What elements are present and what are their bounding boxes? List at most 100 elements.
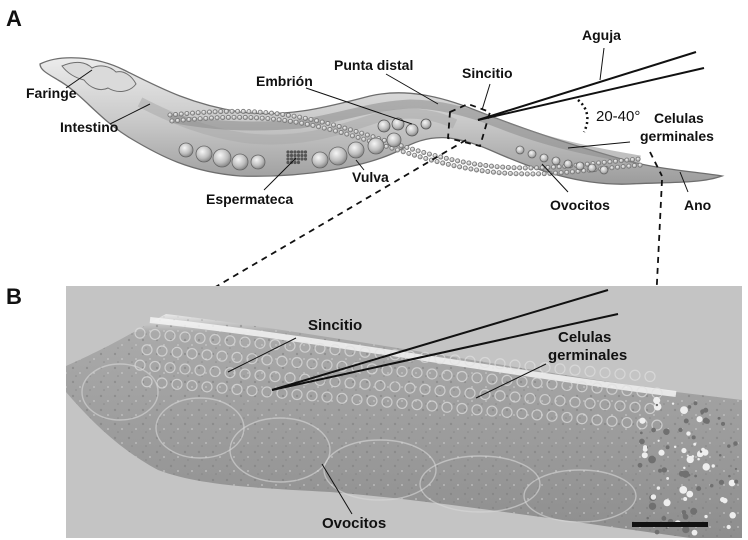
granule	[712, 464, 715, 467]
germ-cell-dot	[636, 157, 640, 161]
oocyte	[232, 154, 248, 170]
germ-cell-dot	[450, 158, 454, 162]
germ-cell-dot	[317, 125, 321, 129]
germ-cell-dot	[226, 115, 230, 119]
scale-bar	[632, 522, 708, 527]
germ-cell-dot	[551, 165, 555, 169]
sperm-cell	[286, 161, 289, 164]
germ-cell-dot	[292, 114, 296, 118]
granule	[719, 480, 724, 485]
germ-cell-dot	[422, 150, 426, 154]
sperm-cell	[286, 157, 289, 160]
germ-cell-dot	[320, 120, 324, 124]
germ-cell-dot	[608, 160, 612, 164]
germ-cell-dot	[467, 161, 471, 165]
germ-cell-dot	[232, 115, 236, 119]
germ-cell-dot	[241, 109, 245, 113]
sperm-cell	[297, 154, 300, 157]
germ-cell-dot	[514, 172, 518, 176]
germ-cell-dot	[356, 135, 360, 139]
granule	[694, 475, 697, 478]
granule	[727, 444, 730, 447]
germ-cell-dot	[456, 159, 460, 163]
germ-cell-dot	[354, 129, 358, 133]
granule	[663, 499, 670, 506]
germ-cell-dot	[176, 118, 180, 122]
germ-cell-dot	[638, 163, 642, 167]
granule	[656, 404, 658, 406]
germ-cell-dot	[337, 124, 341, 128]
granule	[690, 508, 697, 515]
germ-cell-dot	[266, 117, 270, 121]
granule	[657, 486, 660, 489]
germ-cell-dot	[260, 116, 264, 120]
germ-cell-dot	[224, 109, 228, 113]
germ-cell-dot	[520, 172, 524, 176]
granule	[678, 428, 682, 432]
germ-cell-dot	[187, 117, 191, 121]
germ-cell-dot	[444, 156, 448, 160]
granule	[639, 439, 645, 445]
germ-cell-dot	[529, 166, 533, 170]
germ-cell-dot	[632, 164, 636, 168]
granule	[728, 475, 731, 478]
germ-cell-dot	[486, 169, 490, 173]
oocyte	[600, 166, 608, 174]
germ-cell-dot	[418, 155, 422, 159]
germ-cell-dot	[506, 165, 510, 169]
granule	[702, 463, 709, 470]
label-ovocitos-a: Ovocitos	[550, 197, 610, 213]
germ-cell-dot	[204, 116, 208, 120]
germ-cell-dot	[531, 172, 535, 176]
granule	[680, 406, 688, 414]
germ-cell-dot	[570, 170, 574, 174]
germ-cell-dot	[518, 166, 522, 170]
sperm-cell	[304, 154, 307, 157]
germ-cell-dot	[333, 129, 337, 133]
oocyte	[348, 142, 364, 158]
germ-cell-dot	[185, 111, 189, 115]
oocyte	[196, 146, 212, 162]
germ-cell-dot	[472, 162, 476, 166]
germ-cell-dot	[463, 166, 467, 170]
granule	[733, 441, 738, 446]
germ-cell-dot	[315, 119, 319, 123]
oocyte	[368, 138, 384, 154]
germ-cell-dot	[610, 166, 614, 170]
granule	[719, 454, 722, 457]
granule	[701, 412, 704, 415]
germ-cell-dot	[489, 164, 493, 168]
germ-cell-dot	[362, 137, 366, 141]
sperm-cell	[297, 161, 300, 164]
oocyte	[552, 157, 560, 165]
embryo	[421, 119, 431, 129]
granule	[661, 516, 666, 521]
granule	[655, 530, 660, 535]
leader-sincitio	[482, 84, 490, 110]
oocyte	[540, 154, 548, 162]
germ-cell-dot	[179, 112, 183, 116]
germ-cell-dot	[288, 119, 292, 123]
germ-cell-dot	[523, 166, 527, 170]
granule	[666, 477, 669, 480]
granule	[638, 463, 643, 468]
granule	[682, 470, 689, 477]
germ-cell-dot	[309, 117, 313, 121]
oocyte	[576, 162, 584, 170]
granule	[674, 446, 676, 448]
germ-cell-dot	[615, 165, 619, 169]
germ-cell-dot	[294, 120, 298, 124]
germ-cell-dot	[503, 171, 507, 175]
germ-cell-dot	[446, 162, 450, 166]
germ-cell-dot	[405, 145, 409, 149]
label-vulva: Vulva	[352, 169, 389, 185]
granule	[648, 456, 656, 464]
granule	[710, 484, 714, 488]
germ-cell-dot	[497, 171, 501, 175]
label-sincitio-b: Sincitio	[308, 317, 362, 334]
oocyte	[179, 143, 193, 157]
germ-cell-dot	[322, 126, 326, 130]
oocyte	[329, 147, 347, 165]
angle-arc	[578, 100, 587, 132]
germ-cell-dot	[495, 165, 499, 169]
